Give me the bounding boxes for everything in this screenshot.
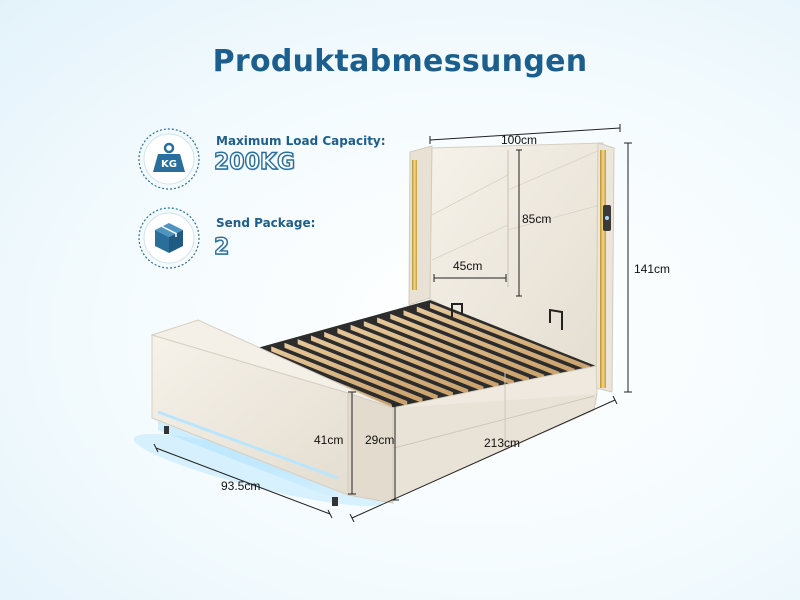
dim-foot-width: 93.5cm <box>221 479 261 493</box>
slat <box>390 313 545 380</box>
slat <box>377 317 530 383</box>
dim-headboard-height: 85cm <box>522 212 552 226</box>
slat <box>350 324 499 389</box>
slat <box>284 342 423 404</box>
send-package-value: 2 <box>213 234 230 260</box>
slat <box>310 335 453 398</box>
dim-panel-width: 45cm <box>453 259 483 273</box>
weight-icon: KG <box>138 128 200 190</box>
load-capacity-label: Maximum Load Capacity: <box>216 134 386 148</box>
headboard <box>408 142 615 393</box>
dim-headboard-width: 100cm <box>501 133 538 147</box>
dim-total-height: 141cm <box>634 262 671 276</box>
dim-drawer-height: 29cm <box>365 433 395 447</box>
dimension-lines <box>153 124 632 523</box>
page-title: Produktabmessungen <box>212 44 588 79</box>
slat <box>271 346 408 407</box>
send-package-label: Send Package: <box>216 216 316 230</box>
slat <box>297 339 438 401</box>
slat <box>430 303 590 371</box>
slat <box>416 306 575 374</box>
load-capacity-value: 200KG <box>213 149 296 175</box>
footboard <box>150 319 394 506</box>
weight-icon-label: KG <box>161 159 177 170</box>
slat <box>403 310 560 377</box>
slat <box>363 321 514 386</box>
slat <box>324 331 469 395</box>
dim-length: 213cm <box>484 436 521 450</box>
package-box-icon <box>138 207 200 269</box>
dim-side-height: 41cm <box>314 433 344 447</box>
slat <box>337 328 484 392</box>
